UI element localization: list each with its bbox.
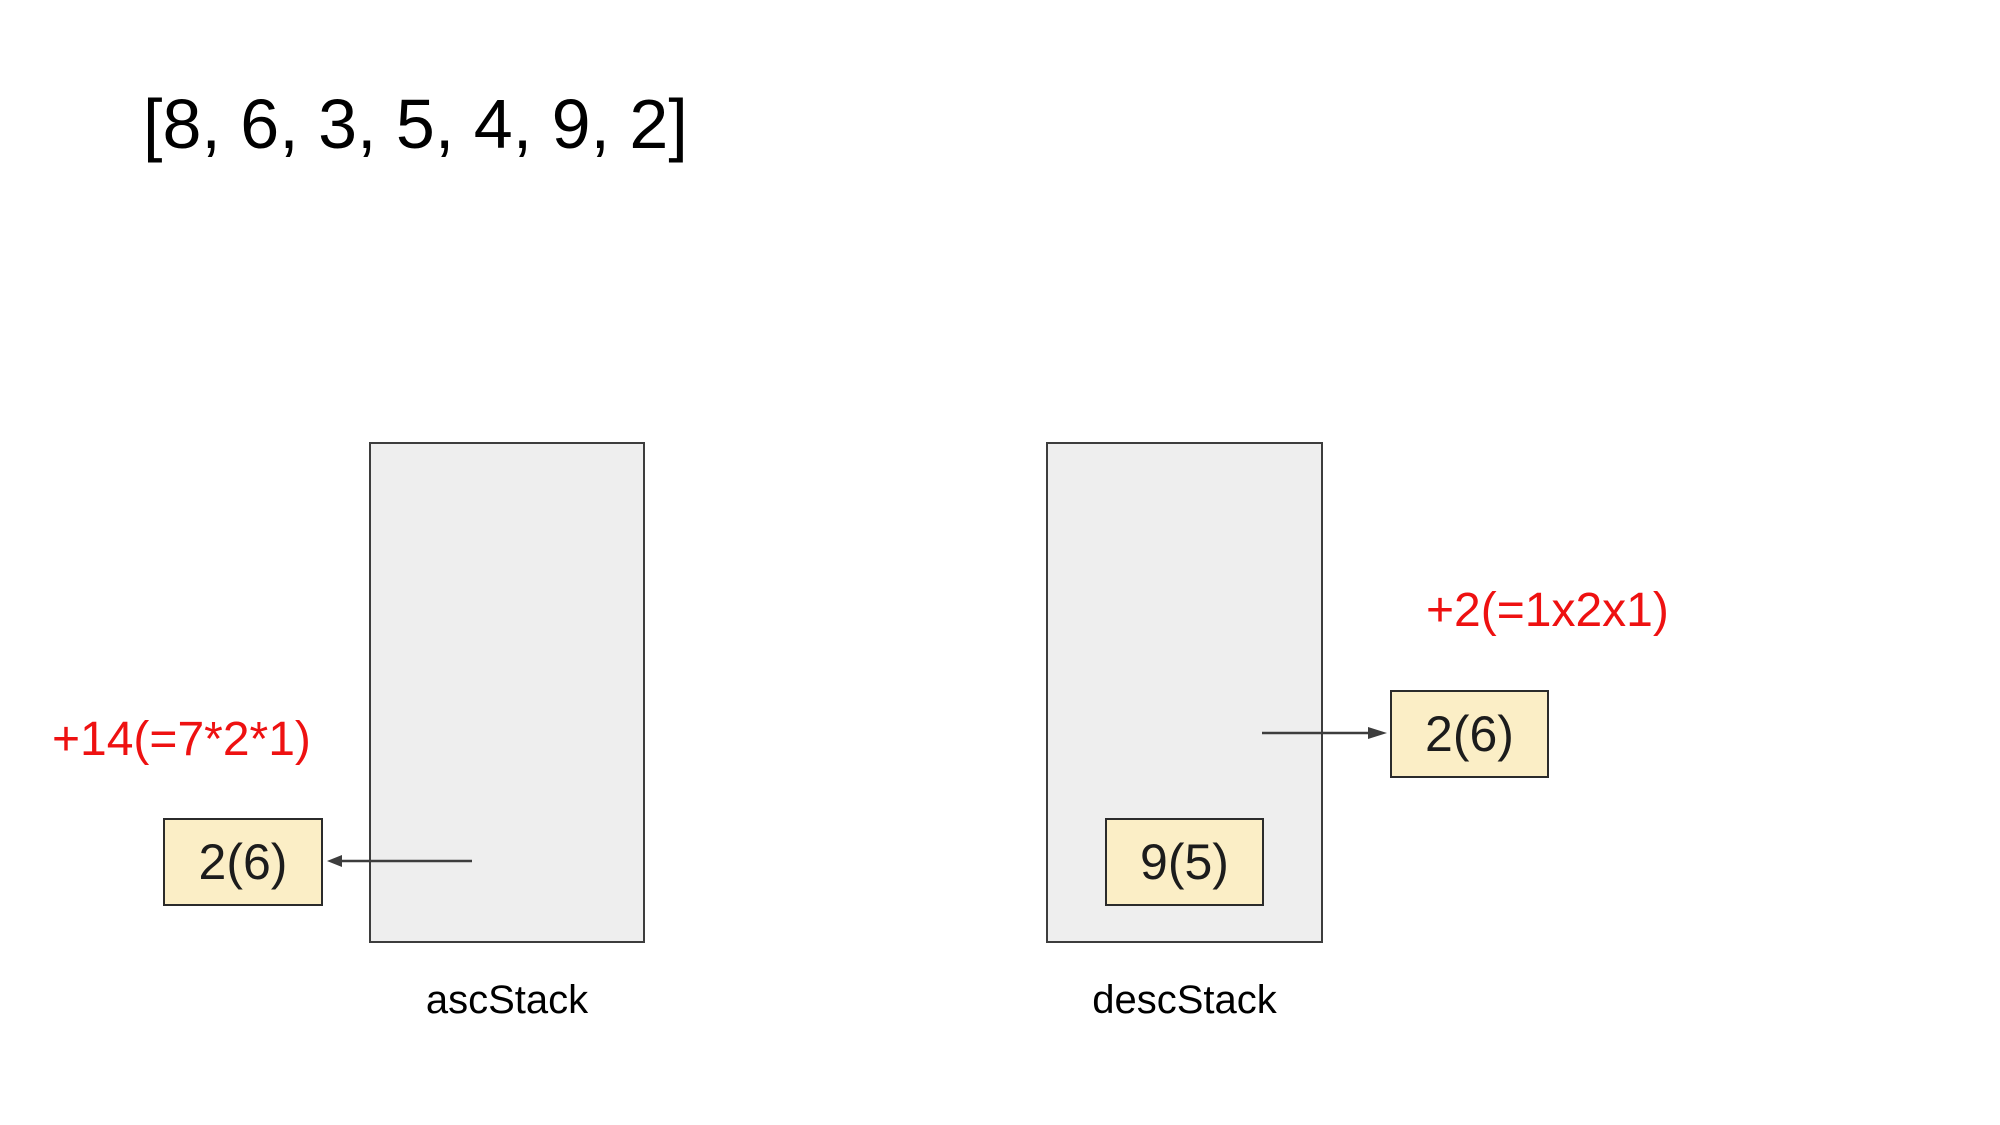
desc-stack-label: descStack (1092, 978, 1277, 1022)
desc-stack-popped-box: 2(6) (1390, 690, 1549, 778)
asc-stack-annotation: +14(=7*2*1) (52, 713, 311, 766)
desc-stack-popped-value: 2(6) (1425, 706, 1514, 762)
asc-stack-popped-box: 2(6) (163, 818, 323, 906)
pop-arrow-right-icon (1262, 727, 1387, 739)
desc-stack-item-value: 9(5) (1140, 834, 1229, 890)
pop-arrow-left-icon (327, 855, 472, 867)
asc-stack-popped-value: 2(6) (198, 834, 288, 890)
asc-stack-label: ascStack (425, 978, 589, 1022)
desc-stack-annotation: +2(=1x2x1) (1426, 584, 1669, 637)
desc-stack-item-box: 9(5) (1105, 818, 1264, 906)
input-array-text: [8, 6, 3, 5, 4, 9, 2] (143, 85, 688, 163)
asc-stack-container (369, 442, 645, 943)
